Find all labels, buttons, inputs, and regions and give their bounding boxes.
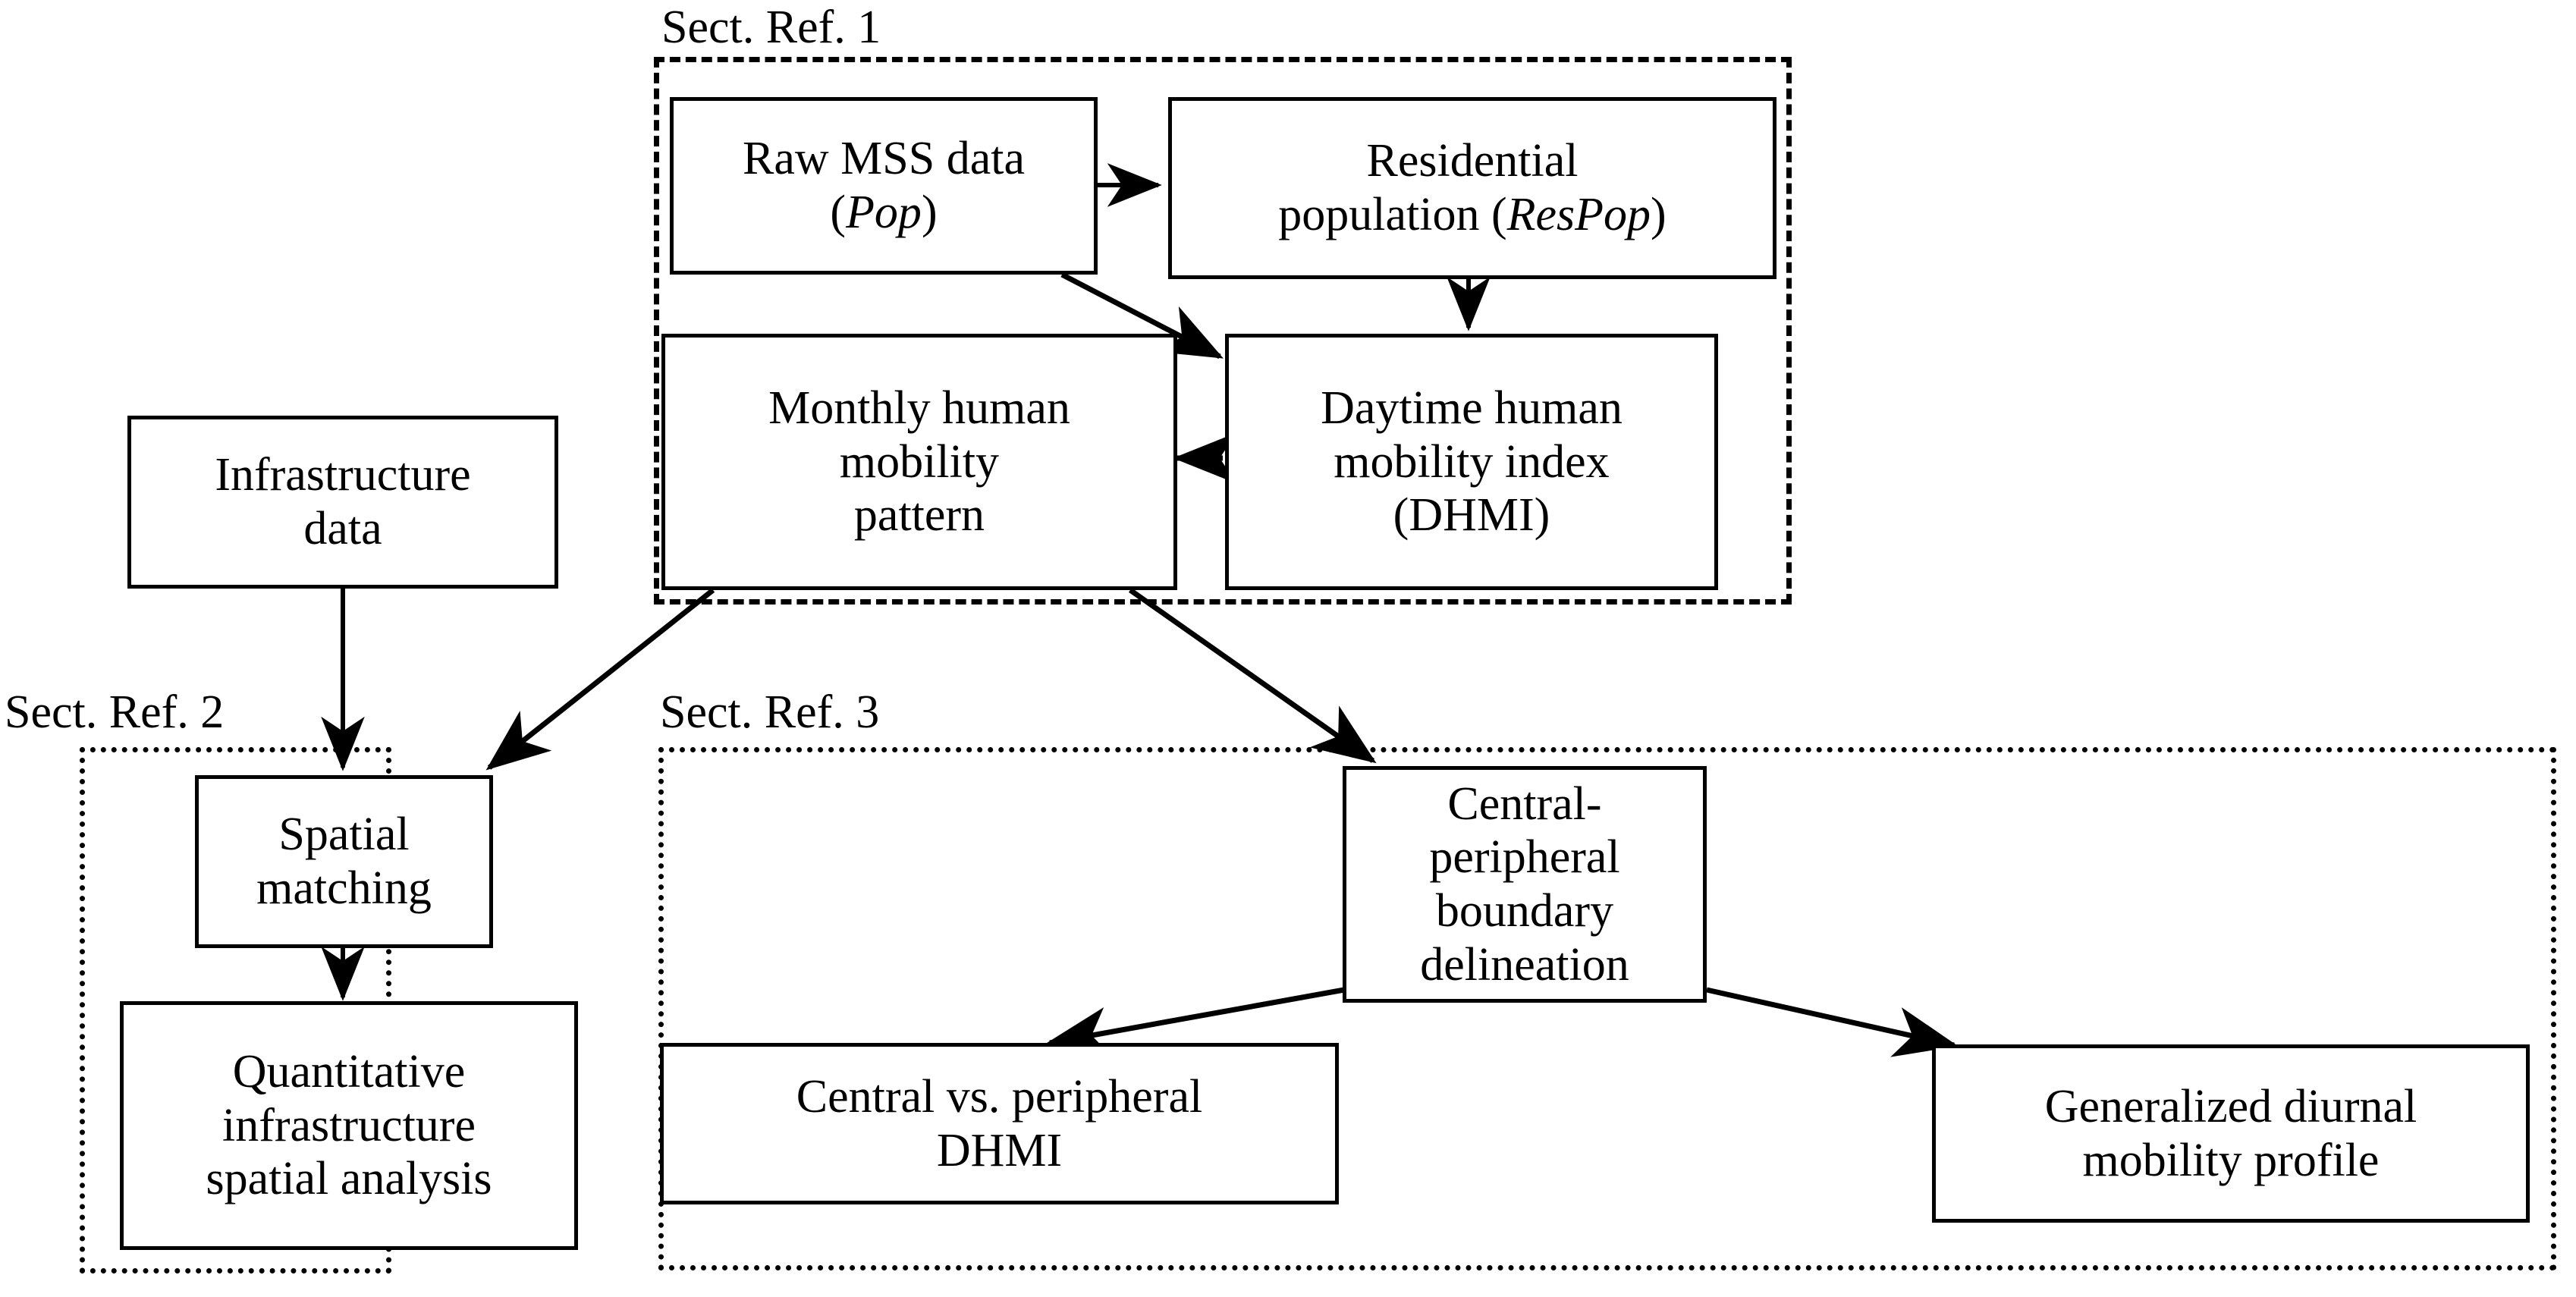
group-caption-sect-ref-3: Sect. Ref. 3 bbox=[660, 686, 880, 738]
node-spatial-matching-label: Spatial matching bbox=[256, 809, 432, 914]
node-central-peripheral-boundary-delineation[interactable]: Central-peripheral boundary delineation bbox=[1343, 766, 1707, 1003]
node-central-vs-peripheral-dhmi[interactable]: Central vs. peripheral DHMI bbox=[660, 1043, 1339, 1204]
group-caption-sect-ref-1: Sect. Ref. 1 bbox=[661, 2, 881, 53]
group-caption-sect-ref-2: Sect. Ref. 2 bbox=[5, 686, 225, 738]
edge-monthly-to-spatial-matching bbox=[485, 588, 715, 771]
node-daytime-human-mobility-index-label: Daytime human mobility index (DHMI) bbox=[1321, 382, 1623, 542]
raw-mss-paren-close: ) bbox=[921, 187, 938, 238]
node-daytime-human-mobility-index[interactable]: Daytime human mobility index (DHMI) bbox=[1225, 334, 1718, 590]
node-central-peripheral-boundary-delineation-label: Central-peripheral boundary delineation bbox=[1420, 777, 1629, 991]
respop-paren-close: ) bbox=[1651, 189, 1667, 240]
respop-line2-pre: population ( bbox=[1278, 189, 1507, 240]
node-quantitative-infrastructure-spatial-analysis-label: Quantitative infrastructure spatial anal… bbox=[206, 1045, 492, 1205]
node-spatial-matching[interactable]: Spatial matching bbox=[195, 775, 493, 948]
raw-mss-line1: Raw MSS data bbox=[743, 133, 1025, 185]
edge-monthly-to-central-peripheral bbox=[1128, 588, 1377, 764]
edge-rawmss-to-dhmi bbox=[1060, 272, 1224, 360]
respop-italic: ResPop bbox=[1506, 189, 1651, 240]
node-generalized-diurnal-mobility-profile[interactable]: Generalized diurnal mobility profile bbox=[1932, 1044, 2530, 1223]
node-infrastructure-data[interactable]: Infrastructure data bbox=[127, 416, 558, 589]
raw-mss-paren-open: ( bbox=[830, 187, 847, 238]
raw-mss-pop-italic: Pop bbox=[846, 187, 922, 238]
edge-central-peripheral-to-generalized-diurnal bbox=[1706, 987, 1959, 1057]
node-central-vs-peripheral-dhmi-label: Central vs. peripheral DHMI bbox=[796, 1070, 1203, 1176]
node-raw-mss-data[interactable]: Raw MSS data(Pop) bbox=[670, 97, 1098, 275]
node-monthly-human-mobility-pattern-label: Monthly human mobility pattern bbox=[768, 382, 1070, 542]
respop-line1: Residential bbox=[1366, 135, 1579, 187]
node-raw-mss-data-label: Raw MSS data(Pop) bbox=[743, 132, 1025, 239]
node-infrastructure-data-label: Infrastructure data bbox=[215, 449, 471, 554]
edge-central-peripheral-to-cvp-dhmi bbox=[1045, 987, 1345, 1058]
node-monthly-human-mobility-pattern[interactable]: Monthly human mobility pattern bbox=[661, 334, 1177, 590]
node-generalized-diurnal-mobility-profile-label: Generalized diurnal mobility profile bbox=[2044, 1080, 2417, 1186]
node-quantitative-infrastructure-spatial-analysis[interactable]: Quantitative infrastructure spatial anal… bbox=[120, 1001, 578, 1250]
